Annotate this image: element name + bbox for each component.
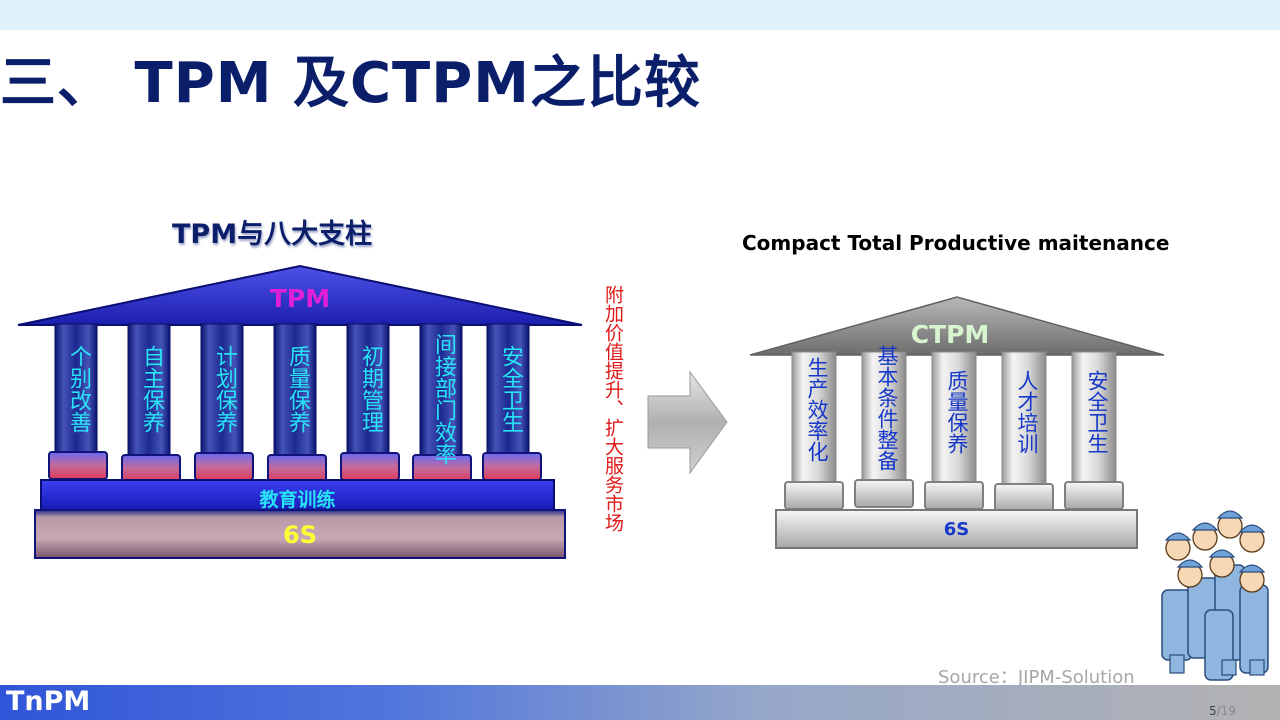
- tpm-roof-label: TPM: [258, 284, 342, 313]
- ctpm-pillar-3: 质量保养: [940, 370, 968, 454]
- footer-bar: [0, 685, 1280, 720]
- ctpm-foundation-label: 6S: [776, 519, 1137, 540]
- page-total: /19: [1217, 704, 1236, 718]
- ctpm-pillar-1: 生产效率化: [800, 357, 828, 462]
- education-label: 教育训练: [41, 485, 554, 512]
- page-current: 5: [1209, 704, 1217, 718]
- ctpm-pillar-2: 基本条件整备: [870, 345, 898, 471]
- ctpm-pillar-4: 人才培训: [1010, 370, 1038, 454]
- ctpm-pillar-5: 安全卫生: [1080, 370, 1108, 454]
- tpm-pillar-4: 质量保养: [281, 345, 309, 433]
- value-add-note: 附加价值提升、扩大服务市场: [597, 285, 623, 532]
- brand-logo: TnPM: [6, 686, 90, 717]
- tpm-pillar-6: 间接部门效率: [427, 333, 455, 465]
- arrow-right-icon: [648, 372, 728, 474]
- ctpm-roof-label: CTPM: [900, 320, 1000, 349]
- tpm-pillar-5: 初期管理: [354, 345, 382, 433]
- tpm-foundation-label: 6S: [35, 521, 565, 549]
- tpm-pillar-7: 安全卫生: [494, 345, 522, 433]
- page-number: 5/19: [1209, 704, 1236, 718]
- tpm-pillar-2: 自主保养: [135, 345, 163, 433]
- ctpm-heading: Compact Total Productive maitenance: [742, 231, 1169, 255]
- tpm-pillar-3: 计划保养: [208, 345, 236, 433]
- workers-illustration: [1162, 511, 1268, 680]
- tpm-pillar-1: 个别改善: [62, 345, 90, 433]
